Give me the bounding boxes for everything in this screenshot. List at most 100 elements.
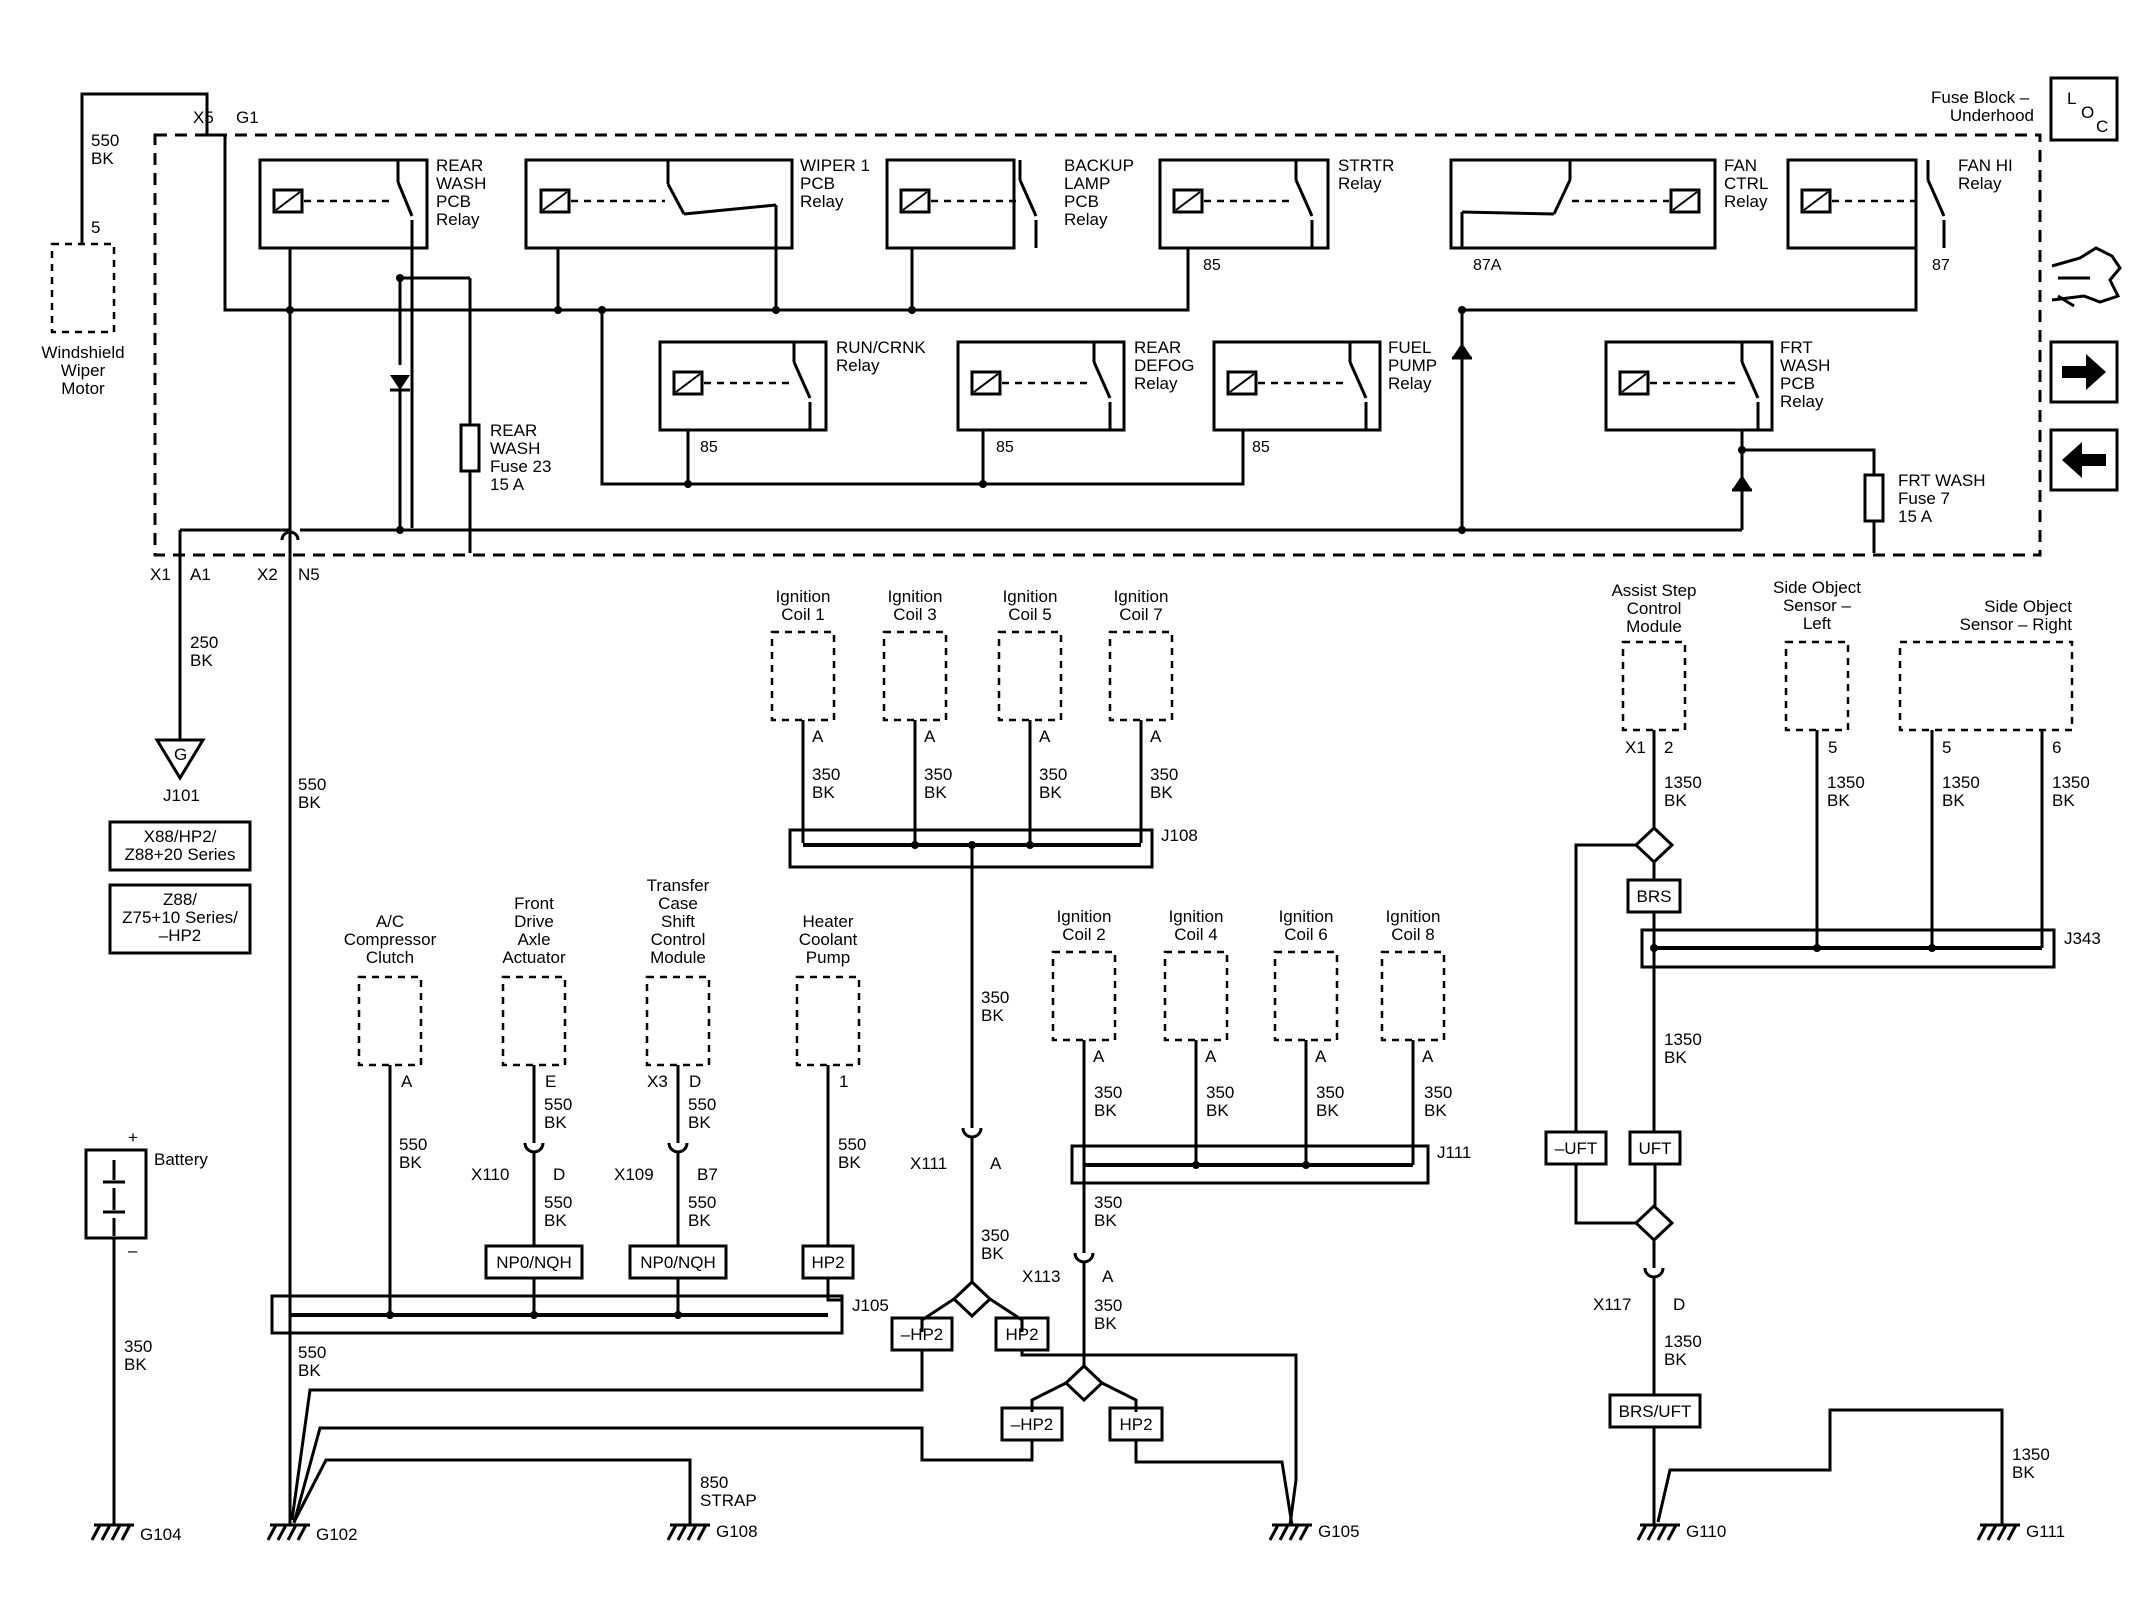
svg-text:5: 5: [1942, 738, 1951, 757]
svg-text:UFT: UFT: [1638, 1139, 1671, 1158]
svg-text:87: 87: [1932, 257, 1950, 274]
svg-text:87A: 87A: [1473, 257, 1502, 274]
option-series-1: X88/HP2/Z88+20 Series: [108, 820, 252, 872]
connector-x1: X1: [150, 565, 171, 584]
svg-text:NP0/NQH: NP0/NQH: [496, 1253, 572, 1272]
ground-g108: G108: [666, 1522, 758, 1541]
svg-text:E: E: [545, 1072, 556, 1091]
svg-text:–UFT: –UFT: [1555, 1139, 1598, 1158]
option-branch-x111: –HP2 HP2: [290, 1279, 1298, 1526]
next-page-arrow-icon[interactable]: [2049, 340, 2119, 404]
svg-text:BRS: BRS: [1637, 887, 1672, 906]
svg-text:–HP2: –HP2: [1011, 1415, 1054, 1434]
svg-text:1: 1: [839, 1072, 848, 1091]
svg-text:A: A: [1205, 1047, 1217, 1066]
option-branch-x113: –HP2 HP2: [292, 1363, 1294, 1526]
connector-g1: G1: [236, 108, 259, 127]
previous-page-arrow-icon[interactable]: [2049, 428, 2119, 492]
ground-g110: G110: [1636, 1522, 1726, 1541]
svg-text:G105: G105: [1318, 1522, 1360, 1541]
svg-text:L: L: [2067, 89, 2076, 108]
svg-text:HP2: HP2: [1119, 1415, 1152, 1434]
svg-text:85: 85: [996, 439, 1014, 456]
svg-text:A: A: [1102, 1267, 1114, 1286]
svg-text:A: A: [401, 1072, 413, 1091]
svg-text:A: A: [1422, 1047, 1434, 1066]
svg-text:5: 5: [91, 218, 100, 237]
svg-text:85: 85: [1252, 439, 1270, 456]
ground-g104: G104: [90, 1523, 182, 1544]
svg-text:A: A: [1150, 727, 1162, 746]
svg-text:G102: G102: [316, 1525, 358, 1544]
connector-a1: A1: [190, 565, 211, 584]
option-series-2: Z88/Z75+10 Series/–HP2: [108, 883, 252, 955]
connector-view-icon[interactable]: [2051, 246, 2122, 308]
svg-text:–: –: [128, 1241, 138, 1260]
svg-text:X109: X109: [614, 1165, 654, 1184]
svg-text:A: A: [1093, 1047, 1105, 1066]
svg-text:2: 2: [1664, 738, 1673, 757]
svg-text:A: A: [1039, 727, 1051, 746]
loc-icon[interactable]: L O C: [2049, 76, 2119, 142]
svg-text:6: 6: [2052, 738, 2061, 757]
svg-text:G: G: [174, 745, 187, 764]
svg-text:J105: J105: [852, 1296, 889, 1315]
svg-text:D: D: [689, 1072, 701, 1091]
svg-text:G110: G110: [1686, 1522, 1726, 1541]
connector-n5: N5: [298, 565, 320, 584]
svg-text:J111: J111: [1437, 1143, 1471, 1162]
svg-text:X88/HP2/Z88+20 Series: X88/HP2/Z88+20 Series: [124, 827, 235, 864]
svg-text:A: A: [1315, 1047, 1327, 1066]
